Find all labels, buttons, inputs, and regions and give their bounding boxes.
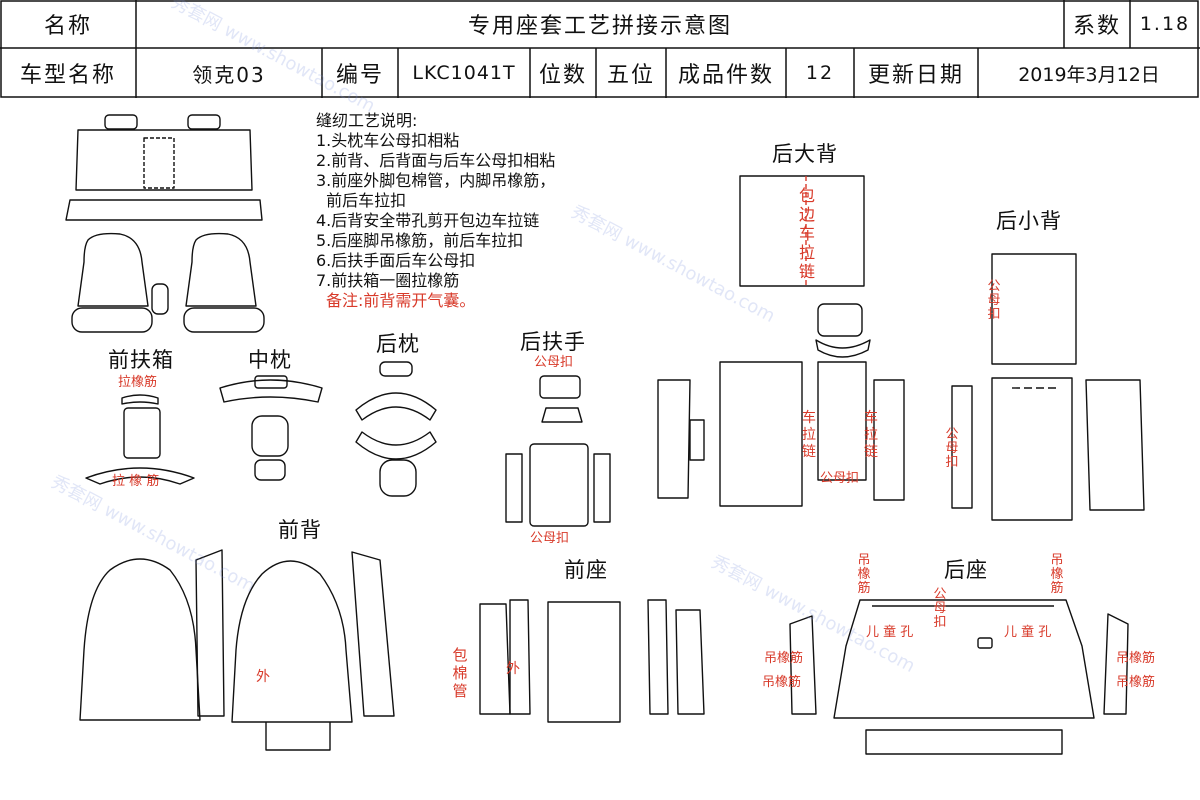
mid-pillow-pieces bbox=[219, 375, 323, 481]
ann-male-female-buckle: 公母扣 bbox=[530, 531, 570, 546]
pattern-drawing bbox=[65, 114, 1145, 755]
notes-title: 缝纫工艺说明: bbox=[316, 111, 418, 130]
ann-child-hole: 儿 童 孔 bbox=[1004, 625, 1052, 640]
front-armbox-pieces bbox=[85, 394, 195, 485]
header-grid bbox=[0, 0, 1200, 98]
pieces-label: 成品件数 bbox=[677, 63, 774, 88]
front-back-pieces bbox=[79, 549, 395, 751]
ann-outer: 外 bbox=[506, 661, 520, 677]
ann-male-female-buckle: 公母扣 bbox=[534, 355, 574, 370]
label-front-seat: 前座 bbox=[564, 558, 608, 582]
notes-item: 4.后背安全带孔剪开包边车拉链 bbox=[316, 211, 540, 230]
label-front-back: 前背 bbox=[278, 518, 322, 542]
ann-pull-elastic: 拉 橡 筋 bbox=[112, 474, 160, 489]
ann-hang-elastic: 吊橡筋 bbox=[1050, 553, 1064, 596]
header-table: 名称 专用座套工艺拼接示意图 系数 1.18 车型名称 领克03 编号 LKC1… bbox=[0, 0, 1200, 98]
notes-item: 前后车拉扣 bbox=[316, 191, 407, 210]
ann-zipper: 车拉链 bbox=[864, 410, 878, 460]
label-rear-armrest: 后扶手 bbox=[520, 330, 586, 354]
notes-item: 3.前座外脚包棉管，内脚吊橡筋， bbox=[316, 171, 556, 190]
label-rear-seat: 后座 bbox=[944, 558, 988, 582]
notes-item: 7.前扶箱一圈拉橡筋 bbox=[316, 271, 460, 290]
ann-hang-elastic: 吊橡筋 bbox=[762, 675, 802, 690]
notes-item: 5.后座脚吊橡筋，前后车拉扣 bbox=[316, 231, 524, 250]
name-label: 名称 bbox=[43, 14, 92, 39]
ann-hang-elastic: 吊橡筋 bbox=[1116, 675, 1156, 690]
ann-male-female-buckle: 公母扣 bbox=[933, 587, 947, 630]
ann-male-female-buckle: 公母扣 bbox=[987, 279, 1001, 322]
coef-label: 系数 bbox=[1072, 14, 1121, 39]
code-value: LKC1041T bbox=[412, 62, 516, 84]
label-rear-pillow: 后枕 bbox=[376, 332, 420, 356]
front-seat-pieces bbox=[479, 599, 705, 723]
seats-label: 位数 bbox=[538, 63, 587, 88]
date-value: 2019年3月12日 bbox=[1018, 63, 1160, 86]
rear-seat-pieces bbox=[789, 599, 1129, 755]
code-label: 编号 bbox=[335, 63, 384, 88]
label-mid-pillow: 中枕 bbox=[248, 348, 292, 372]
notes-remark: 备注:前背需开气囊。 bbox=[326, 291, 476, 310]
sewing-notes: 缝纫工艺说明: 1.头枕车公母扣相粘 2.前背、后背面与后车公母扣相粘 3.前座… bbox=[316, 111, 555, 311]
seat-overview bbox=[65, 114, 265, 333]
label-front-armbox: 前扶箱 bbox=[108, 348, 174, 372]
notes-item: 1.头枕车公母扣相粘 bbox=[316, 131, 460, 150]
model-value: 领克03 bbox=[192, 62, 266, 87]
ann-hang-elastic: 吊橡筋 bbox=[1116, 651, 1156, 666]
seats-value: 五位 bbox=[606, 63, 655, 88]
ann-male-female-buckle: 公母扣 bbox=[945, 427, 959, 470]
notes-item: 6.后扶手面后车公母扣 bbox=[316, 251, 476, 270]
label-rear-big-back: 后大背 bbox=[772, 142, 838, 166]
ann-pull-elastic: 拉橡筋 bbox=[118, 375, 158, 390]
label-rear-small-back: 后小背 bbox=[996, 209, 1062, 233]
rear-small-back-pieces bbox=[951, 253, 1145, 521]
pieces-value: 12 bbox=[805, 62, 835, 84]
notes-item: 2.前背、后背面与后车公母扣相粘 bbox=[316, 151, 556, 170]
ann-hang-elastic: 吊橡筋 bbox=[857, 553, 871, 596]
page-title: 专用座套工艺拼接示意图 bbox=[467, 14, 732, 39]
rear-pillow-pieces bbox=[355, 361, 437, 497]
ann-zipper: 车拉链 bbox=[802, 410, 816, 460]
ann-male-female-buckle: 公母扣 bbox=[820, 471, 860, 486]
ann-child-hole: 儿 童 孔 bbox=[866, 625, 914, 640]
date-label: 更新日期 bbox=[867, 63, 964, 88]
ann-binding-zipper: 包边车拉链 bbox=[798, 186, 815, 281]
rear-armrest-pieces bbox=[505, 375, 611, 527]
ann-hang-elastic: 吊橡筋 bbox=[764, 651, 804, 666]
ann-outer: 外 bbox=[256, 669, 270, 685]
model-label: 车型名称 bbox=[19, 63, 116, 88]
rear-big-back-pieces bbox=[657, 175, 905, 507]
ann-foam-tube: 包棉管 bbox=[452, 646, 468, 700]
coef-value: 1.18 bbox=[1139, 13, 1191, 35]
